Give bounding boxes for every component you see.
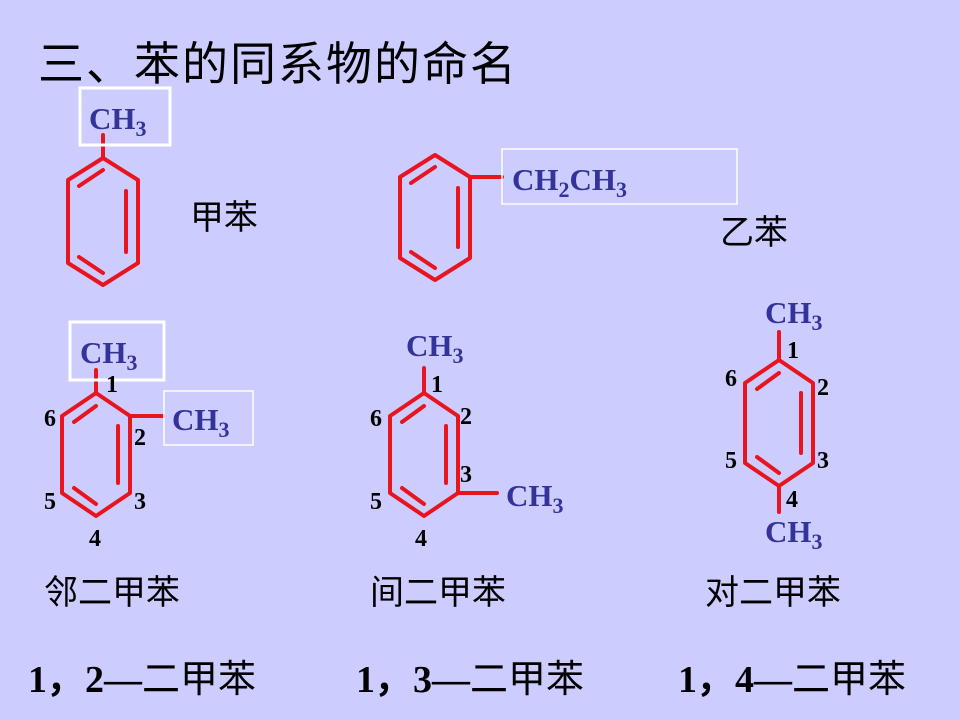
para-ch3-label-1: CH3 bbox=[765, 295, 823, 335]
para-systematic-name: 1，4—二甲苯 bbox=[678, 648, 906, 703]
para-xylene-ring bbox=[743, 330, 815, 514]
toluene-ch3-box bbox=[78, 86, 172, 147]
toluene-name: 甲苯 bbox=[190, 198, 258, 238]
meta-num-3: 3 bbox=[460, 462, 472, 488]
toluene-ch3-label: CH3 bbox=[89, 101, 147, 141]
ethyl-group-box bbox=[501, 148, 738, 205]
para-num-5: 5 bbox=[725, 448, 737, 474]
para-locants: 1，4— bbox=[678, 659, 793, 701]
meta-num-6: 6 bbox=[370, 406, 382, 432]
meta-systematic-suffix: 二甲苯 bbox=[470, 657, 585, 701]
ethyl-group-label: CH2CH3 bbox=[512, 162, 627, 202]
para-xylene-name: 对二甲苯 bbox=[705, 573, 841, 613]
para-systematic-suffix: 二甲苯 bbox=[792, 657, 907, 701]
ortho-num-5: 5 bbox=[44, 489, 56, 515]
ethylbenzene-ring bbox=[398, 153, 504, 282]
meta-ch3-label-2: CH3 bbox=[506, 478, 564, 518]
para-num-3: 3 bbox=[817, 448, 829, 474]
meta-num-1: 1 bbox=[431, 372, 443, 398]
meta-locants: 1，3— bbox=[356, 659, 471, 701]
ethylbenzene-name: 乙苯 bbox=[720, 213, 788, 253]
ortho-systematic-name: 1，2—二甲苯 bbox=[28, 648, 256, 703]
meta-xylene-ring bbox=[388, 366, 499, 518]
ortho-num-3: 3 bbox=[134, 489, 146, 515]
para-num-6: 6 bbox=[725, 366, 737, 392]
page-title: 三、苯的同系物的命名 bbox=[38, 37, 518, 91]
ortho-num-6: 6 bbox=[44, 406, 56, 432]
meta-num-5: 5 bbox=[370, 489, 382, 515]
toluene-ring bbox=[66, 133, 140, 287]
ortho-num-4: 4 bbox=[89, 526, 101, 552]
para-ch3-label-2: CH3 bbox=[765, 514, 823, 554]
ortho-systematic-suffix: 二甲苯 bbox=[142, 657, 257, 701]
meta-xylene-name: 间二甲苯 bbox=[370, 573, 506, 613]
ortho-num-2: 2 bbox=[134, 425, 146, 451]
ortho-ch3-box-1 bbox=[68, 320, 166, 382]
ortho-xylene-name: 邻二甲苯 bbox=[44, 573, 180, 613]
para-num-4: 4 bbox=[786, 487, 798, 513]
ortho-num-1: 1 bbox=[106, 372, 118, 398]
ortho-ch3-label-2: CH3 bbox=[172, 402, 230, 442]
para-num-1: 1 bbox=[787, 338, 799, 364]
ortho-locants: 1，2— bbox=[28, 659, 143, 701]
ortho-ch3-box-2 bbox=[163, 390, 254, 446]
meta-num-4: 4 bbox=[415, 526, 427, 552]
ortho-ch3-label-1: CH3 bbox=[80, 335, 138, 375]
meta-ch3-label-1: CH3 bbox=[406, 328, 464, 368]
meta-systematic-name: 1，3—二甲苯 bbox=[356, 648, 584, 703]
meta-num-2: 2 bbox=[460, 404, 472, 430]
para-num-2: 2 bbox=[817, 375, 829, 401]
